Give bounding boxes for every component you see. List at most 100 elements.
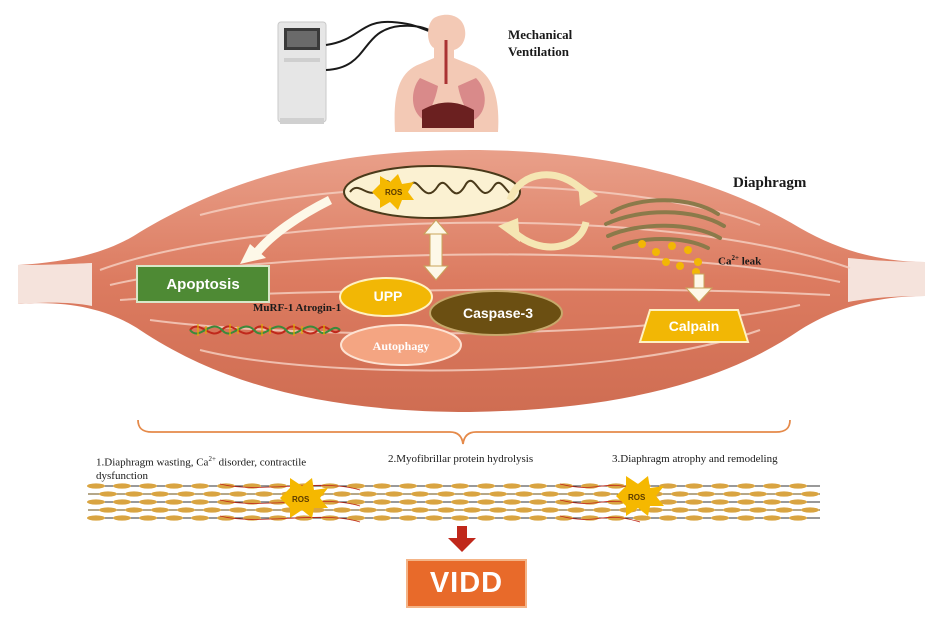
calcium-ions	[638, 240, 702, 276]
step-3-label: 3.Diaphragm atrophy and remodeling	[612, 453, 778, 465]
myofilament	[659, 499, 677, 505]
myofilament	[503, 515, 521, 521]
ventilation-label: Mechanical Ventilation	[508, 26, 572, 60]
myofilament	[87, 515, 105, 521]
myofilament	[789, 515, 807, 521]
ros-burst	[280, 478, 328, 518]
myofilament	[645, 507, 663, 513]
myofilament	[113, 515, 131, 521]
myofilament	[737, 483, 755, 489]
ventilator-machine	[277, 21, 327, 124]
myofilament	[775, 491, 793, 497]
arrow-to-calpain	[684, 273, 714, 303]
caspase-shape	[429, 290, 563, 336]
myofilament	[463, 507, 481, 513]
myofilament	[607, 483, 625, 489]
myofilament	[255, 491, 273, 497]
myofilament	[749, 491, 767, 497]
myofilament	[203, 491, 221, 497]
myofilament	[607, 515, 625, 521]
myofilament	[321, 515, 339, 521]
myofilament	[255, 507, 273, 513]
myofilament	[503, 499, 521, 505]
myofilament	[437, 491, 455, 497]
myofilament	[425, 483, 443, 489]
myofilament	[125, 491, 143, 497]
myofilament	[723, 507, 741, 513]
myofilament	[229, 491, 247, 497]
cycle-arrowhead-top	[578, 182, 598, 206]
myofilament	[165, 515, 183, 521]
cycle-arrowhead-bottom	[498, 218, 520, 242]
vidd-box: VIDD	[406, 559, 527, 608]
myofilament	[711, 499, 729, 505]
ros-label: ROS	[385, 188, 403, 197]
myofilament	[659, 515, 677, 521]
apoptosis-box: Apoptosis	[136, 265, 270, 303]
cycle-arrows	[506, 171, 590, 251]
myofilament	[411, 491, 429, 497]
myofilament	[373, 483, 391, 489]
myofilament	[269, 483, 287, 489]
damaged-fiber	[559, 515, 641, 523]
myofilament	[347, 515, 365, 521]
bracket	[137, 419, 791, 445]
myofilament	[477, 515, 495, 521]
myofilament	[789, 499, 807, 505]
myofilament	[451, 483, 469, 489]
step-1-label: 1.Diaphragm wasting, Ca2+ disorder, cont…	[96, 455, 307, 482]
myofilament	[593, 507, 611, 513]
myofilament	[359, 491, 377, 497]
myofilament	[737, 515, 755, 521]
myofilament	[191, 515, 209, 521]
myofilament	[593, 491, 611, 497]
myofilament	[139, 515, 157, 521]
myofilament	[567, 491, 585, 497]
arrow-to-apoptosis	[251, 195, 333, 258]
myofilament	[801, 507, 819, 513]
myofilament	[151, 491, 169, 497]
myofilament	[763, 515, 781, 521]
myofilament	[333, 507, 351, 513]
myofilament	[451, 515, 469, 521]
myofilament	[659, 483, 677, 489]
myofilament	[321, 499, 339, 505]
patient-torso	[394, 14, 499, 133]
myofilament	[723, 491, 741, 497]
myofilament	[789, 483, 807, 489]
ros-label: ROS	[292, 495, 310, 504]
myofilament	[87, 499, 105, 505]
myofilament	[697, 507, 715, 513]
down-arrow-icon	[448, 526, 476, 552]
myofilament	[269, 515, 287, 521]
double-arrow	[422, 219, 450, 281]
myofilament	[737, 499, 755, 505]
myofilament	[711, 515, 729, 521]
myofilament	[139, 483, 157, 489]
upp-shape	[339, 277, 433, 317]
ros-burst	[616, 476, 664, 516]
myofilament	[191, 483, 209, 489]
myofilament	[685, 515, 703, 521]
myofilament	[567, 507, 585, 513]
myofilament	[373, 499, 391, 505]
myofilament	[541, 507, 559, 513]
myofilament	[749, 507, 767, 513]
damaged-fiber	[219, 515, 361, 523]
myofilament	[411, 507, 429, 513]
myofilament	[529, 499, 547, 505]
myofilament	[775, 507, 793, 513]
ventilation-line2: Ventilation	[508, 44, 569, 59]
myofilament	[529, 483, 547, 489]
step-2-label: 2.Myofibrillar protein hydrolysis	[388, 453, 534, 465]
ros-label: ROS	[628, 493, 646, 502]
myofilament	[425, 515, 443, 521]
myofilament	[385, 491, 403, 497]
genes-label: MuRF-1 Atrogin-1	[253, 302, 342, 314]
myofilament	[165, 499, 183, 505]
myofilament	[165, 483, 183, 489]
myofilament	[113, 483, 131, 489]
ros-burst	[372, 174, 414, 210]
myofilament	[437, 507, 455, 513]
